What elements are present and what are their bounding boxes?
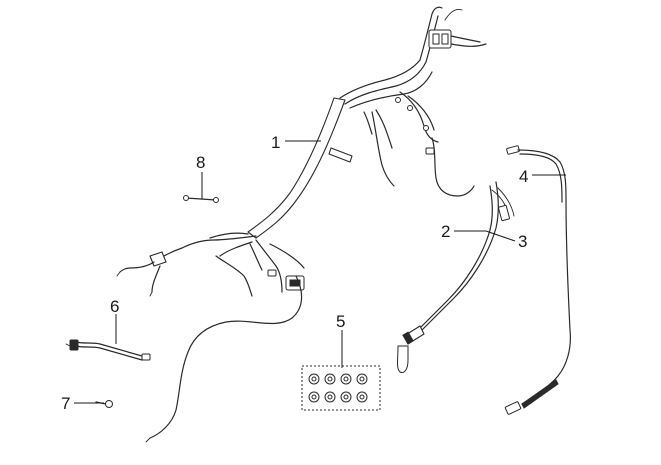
callout-6: 6 [110, 297, 119, 316]
callout-7: 7 [61, 394, 70, 413]
callout-3: 3 [518, 232, 527, 251]
callout-8: 8 [196, 153, 205, 172]
cable-clip-set-icon [301, 365, 381, 411]
callout-2: 2 [441, 222, 450, 241]
brake-switch-cable-icon [397, 181, 515, 373]
bolt-icon [183, 195, 219, 203]
ground-wire-icon [65, 339, 151, 361]
callout-4: 4 [519, 167, 528, 186]
leader-line-3 [485, 230, 516, 242]
speedometer-cable-icon [504, 145, 571, 415]
main-wiring-harness-icon [116, 6, 487, 443]
leader-lines [74, 140, 566, 404]
callout-5: 5 [336, 312, 345, 331]
callout-1: 1 [271, 133, 280, 152]
screw-icon [95, 400, 113, 408]
